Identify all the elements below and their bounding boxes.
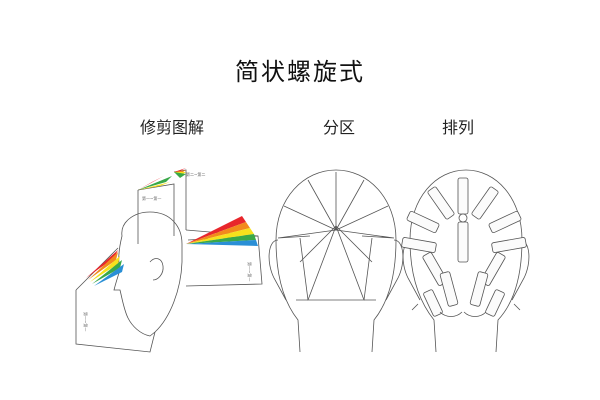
wedge-green	[92, 260, 122, 284]
flow-arrows	[411, 303, 521, 317]
wedge-fan-right	[186, 216, 258, 246]
diagram-title: 简状螺旋式	[235, 58, 365, 86]
head-back-outline-2	[409, 169, 523, 353]
label-cutting-diagram: 修剪图解	[139, 118, 204, 137]
head-back-outline	[275, 169, 397, 353]
roller	[423, 289, 443, 317]
rollers	[401, 177, 527, 317]
wedge-green	[186, 234, 256, 244]
section-lines	[277, 172, 395, 239]
wedge-fan-top-right	[174, 168, 186, 178]
cutting-diagram: 第一~第一 第二~第二 第一~第一 第一~第一	[75, 169, 263, 353]
wedge-orange	[186, 222, 250, 244]
roller	[485, 289, 505, 317]
wedge-fan-top	[138, 172, 172, 190]
ear	[149, 258, 164, 281]
roller	[471, 186, 499, 220]
wedge-orange	[88, 252, 118, 280]
wedge-yellow	[90, 256, 120, 282]
wedge-fan-left	[86, 250, 124, 286]
wedge-blue	[186, 240, 258, 246]
svg-text:第一~第一: 第一~第一	[83, 312, 89, 331]
panel-neck	[75, 290, 156, 353]
label-arrangement: 排列	[441, 118, 474, 137]
panel-vertical-c	[173, 169, 187, 230]
wedge-red	[174, 168, 186, 172]
wedge-red	[186, 216, 246, 244]
roller	[401, 237, 437, 253]
wedge-green	[174, 172, 186, 178]
crown-point	[458, 213, 468, 223]
roller	[406, 210, 440, 234]
wedge-blue	[94, 264, 124, 286]
head-profile	[113, 211, 183, 337]
roller	[488, 210, 522, 234]
roller	[457, 177, 469, 215]
svg-text:第二~第二: 第二~第二	[186, 171, 205, 177]
svg-text:第一~第一: 第一~第一	[142, 195, 161, 201]
panel-vertical-b	[137, 183, 175, 236]
roller	[427, 186, 455, 220]
arrangement-diagram	[401, 169, 530, 353]
roller	[439, 271, 459, 307]
roller	[457, 221, 469, 263]
ear-left	[268, 239, 287, 301]
wedge-yellow	[186, 228, 254, 244]
wedge-red	[86, 250, 118, 278]
wedge-red	[138, 176, 164, 190]
roller	[469, 271, 489, 307]
roller	[491, 237, 527, 253]
center-triangle	[307, 224, 365, 301]
label-sectioning: 分区	[322, 118, 355, 137]
side-lines	[296, 225, 376, 301]
wedge-yellow	[138, 182, 170, 190]
ear-right	[385, 239, 404, 301]
svg-text:第一~第一: 第一~第一	[247, 262, 253, 281]
sectioning-diagram	[268, 169, 404, 353]
wedge-green	[138, 176, 172, 190]
